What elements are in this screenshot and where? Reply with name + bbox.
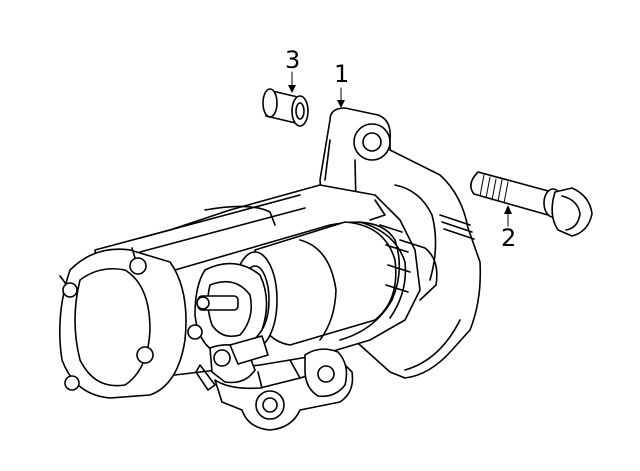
callout-3-label: 3	[285, 46, 300, 74]
callout-1: 1	[334, 60, 349, 108]
callout-1-label: 1	[334, 60, 349, 88]
callout-2-label: 2	[501, 224, 516, 252]
callout-2-arrow	[504, 205, 512, 214]
terminal-assembly	[187, 262, 269, 391]
callout-3-arrow	[288, 85, 296, 93]
dowel-sleeve	[262, 88, 309, 127]
callout-1-arrow	[337, 100, 345, 108]
end-cap	[58, 247, 187, 399]
callout-3: 3	[285, 46, 300, 93]
callout-2: 2	[501, 205, 516, 252]
mounting-bolt	[470, 171, 593, 237]
drive-nose	[214, 348, 354, 431]
